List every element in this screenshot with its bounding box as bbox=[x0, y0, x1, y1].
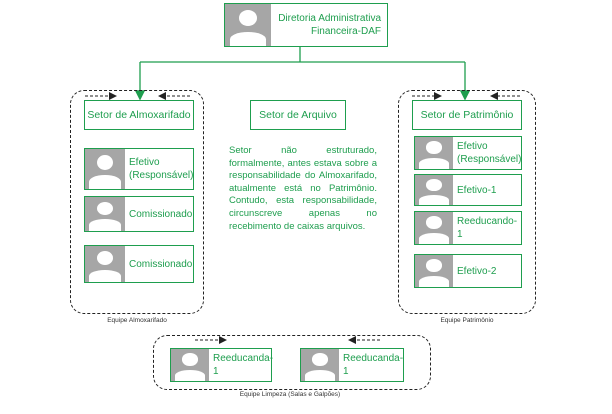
member-label: Reeducanda-1 bbox=[213, 353, 274, 377]
member-card[interactable]: Efetivo-2 bbox=[414, 254, 522, 288]
member-card[interactable]: Reeducanda-1 bbox=[170, 348, 274, 382]
person-icon bbox=[171, 349, 209, 381]
team-limpeza bbox=[153, 335, 431, 390]
member-card[interactable]: Comissionado bbox=[84, 196, 194, 232]
sector-arquivo[interactable]: Setor de Arquivo bbox=[250, 100, 346, 130]
person-icon bbox=[85, 149, 125, 189]
person-icon bbox=[415, 212, 453, 244]
sector-almoxarifado[interactable]: Setor de Almoxarifado bbox=[84, 100, 194, 130]
top-node[interactable]: Diretoria Administrativa Financeira-DAF bbox=[224, 3, 388, 47]
team-limpeza-label: Equipe Limpeza (Salas e Galpões) bbox=[239, 391, 341, 398]
team-arrows bbox=[85, 92, 520, 344]
member-label: Comissionado bbox=[129, 258, 193, 270]
sector-patrimonio[interactable]: Setor de Patrimônio bbox=[412, 100, 522, 130]
member-card[interactable]: Reeducando-1 bbox=[414, 211, 522, 245]
person-icon bbox=[415, 175, 453, 205]
member-label: Reeducanda-1 bbox=[343, 353, 404, 377]
member-label: Comissionado bbox=[129, 208, 193, 220]
member-label: Efetivo-1 bbox=[457, 184, 497, 196]
member-label: Efetivo-2 bbox=[457, 265, 497, 277]
member-card[interactable]: Efetivo (Responsável) bbox=[84, 148, 194, 190]
team-almoxarifado-label: Equipe Almoxarifado bbox=[107, 317, 167, 324]
arquivo-note: Setor não estruturado, formalmente, ante… bbox=[229, 145, 377, 232]
person-icon bbox=[85, 246, 125, 282]
org-connectors bbox=[134, 47, 471, 101]
member-label: Reeducando-1 bbox=[457, 216, 518, 240]
person-icon bbox=[415, 255, 453, 287]
person-icon bbox=[301, 349, 339, 381]
member-card[interactable]: Efetivo (Responsável) bbox=[414, 136, 522, 170]
top-node-label: Diretoria Administrativa Financeira-DAF bbox=[278, 13, 381, 37]
member-card[interactable]: Reeducanda-1 bbox=[300, 348, 404, 382]
member-card[interactable]: Efetivo-1 bbox=[414, 174, 522, 206]
person-icon bbox=[85, 197, 125, 231]
member-label: Efetivo (Responsável) bbox=[129, 157, 194, 181]
person-icon bbox=[225, 4, 271, 46]
team-patrimonio bbox=[398, 90, 536, 314]
member-card[interactable]: Comissionado bbox=[84, 245, 194, 283]
member-label: Efetivo (Responsável) bbox=[457, 141, 522, 165]
person-icon bbox=[415, 137, 453, 169]
team-patrimonio-label: Equipe Patrimônio bbox=[440, 317, 494, 324]
team-almoxarifado bbox=[70, 90, 204, 314]
